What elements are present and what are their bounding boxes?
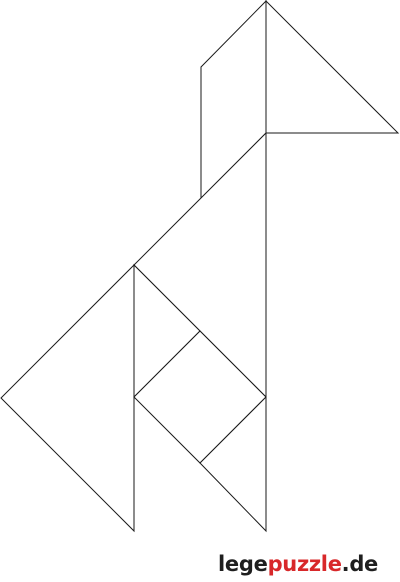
medium-triangle-head xyxy=(265,0,400,134)
brand-logo-part-puzzle: puzzle xyxy=(267,552,342,576)
brand-logo: legepuzzle.de xyxy=(218,554,378,575)
large-triangle-left xyxy=(0,263,135,533)
brand-logo-part-domain: .de xyxy=(341,552,379,576)
small-triangle-leg xyxy=(199,395,267,533)
brand-logo-part-lege: lege xyxy=(218,552,268,576)
